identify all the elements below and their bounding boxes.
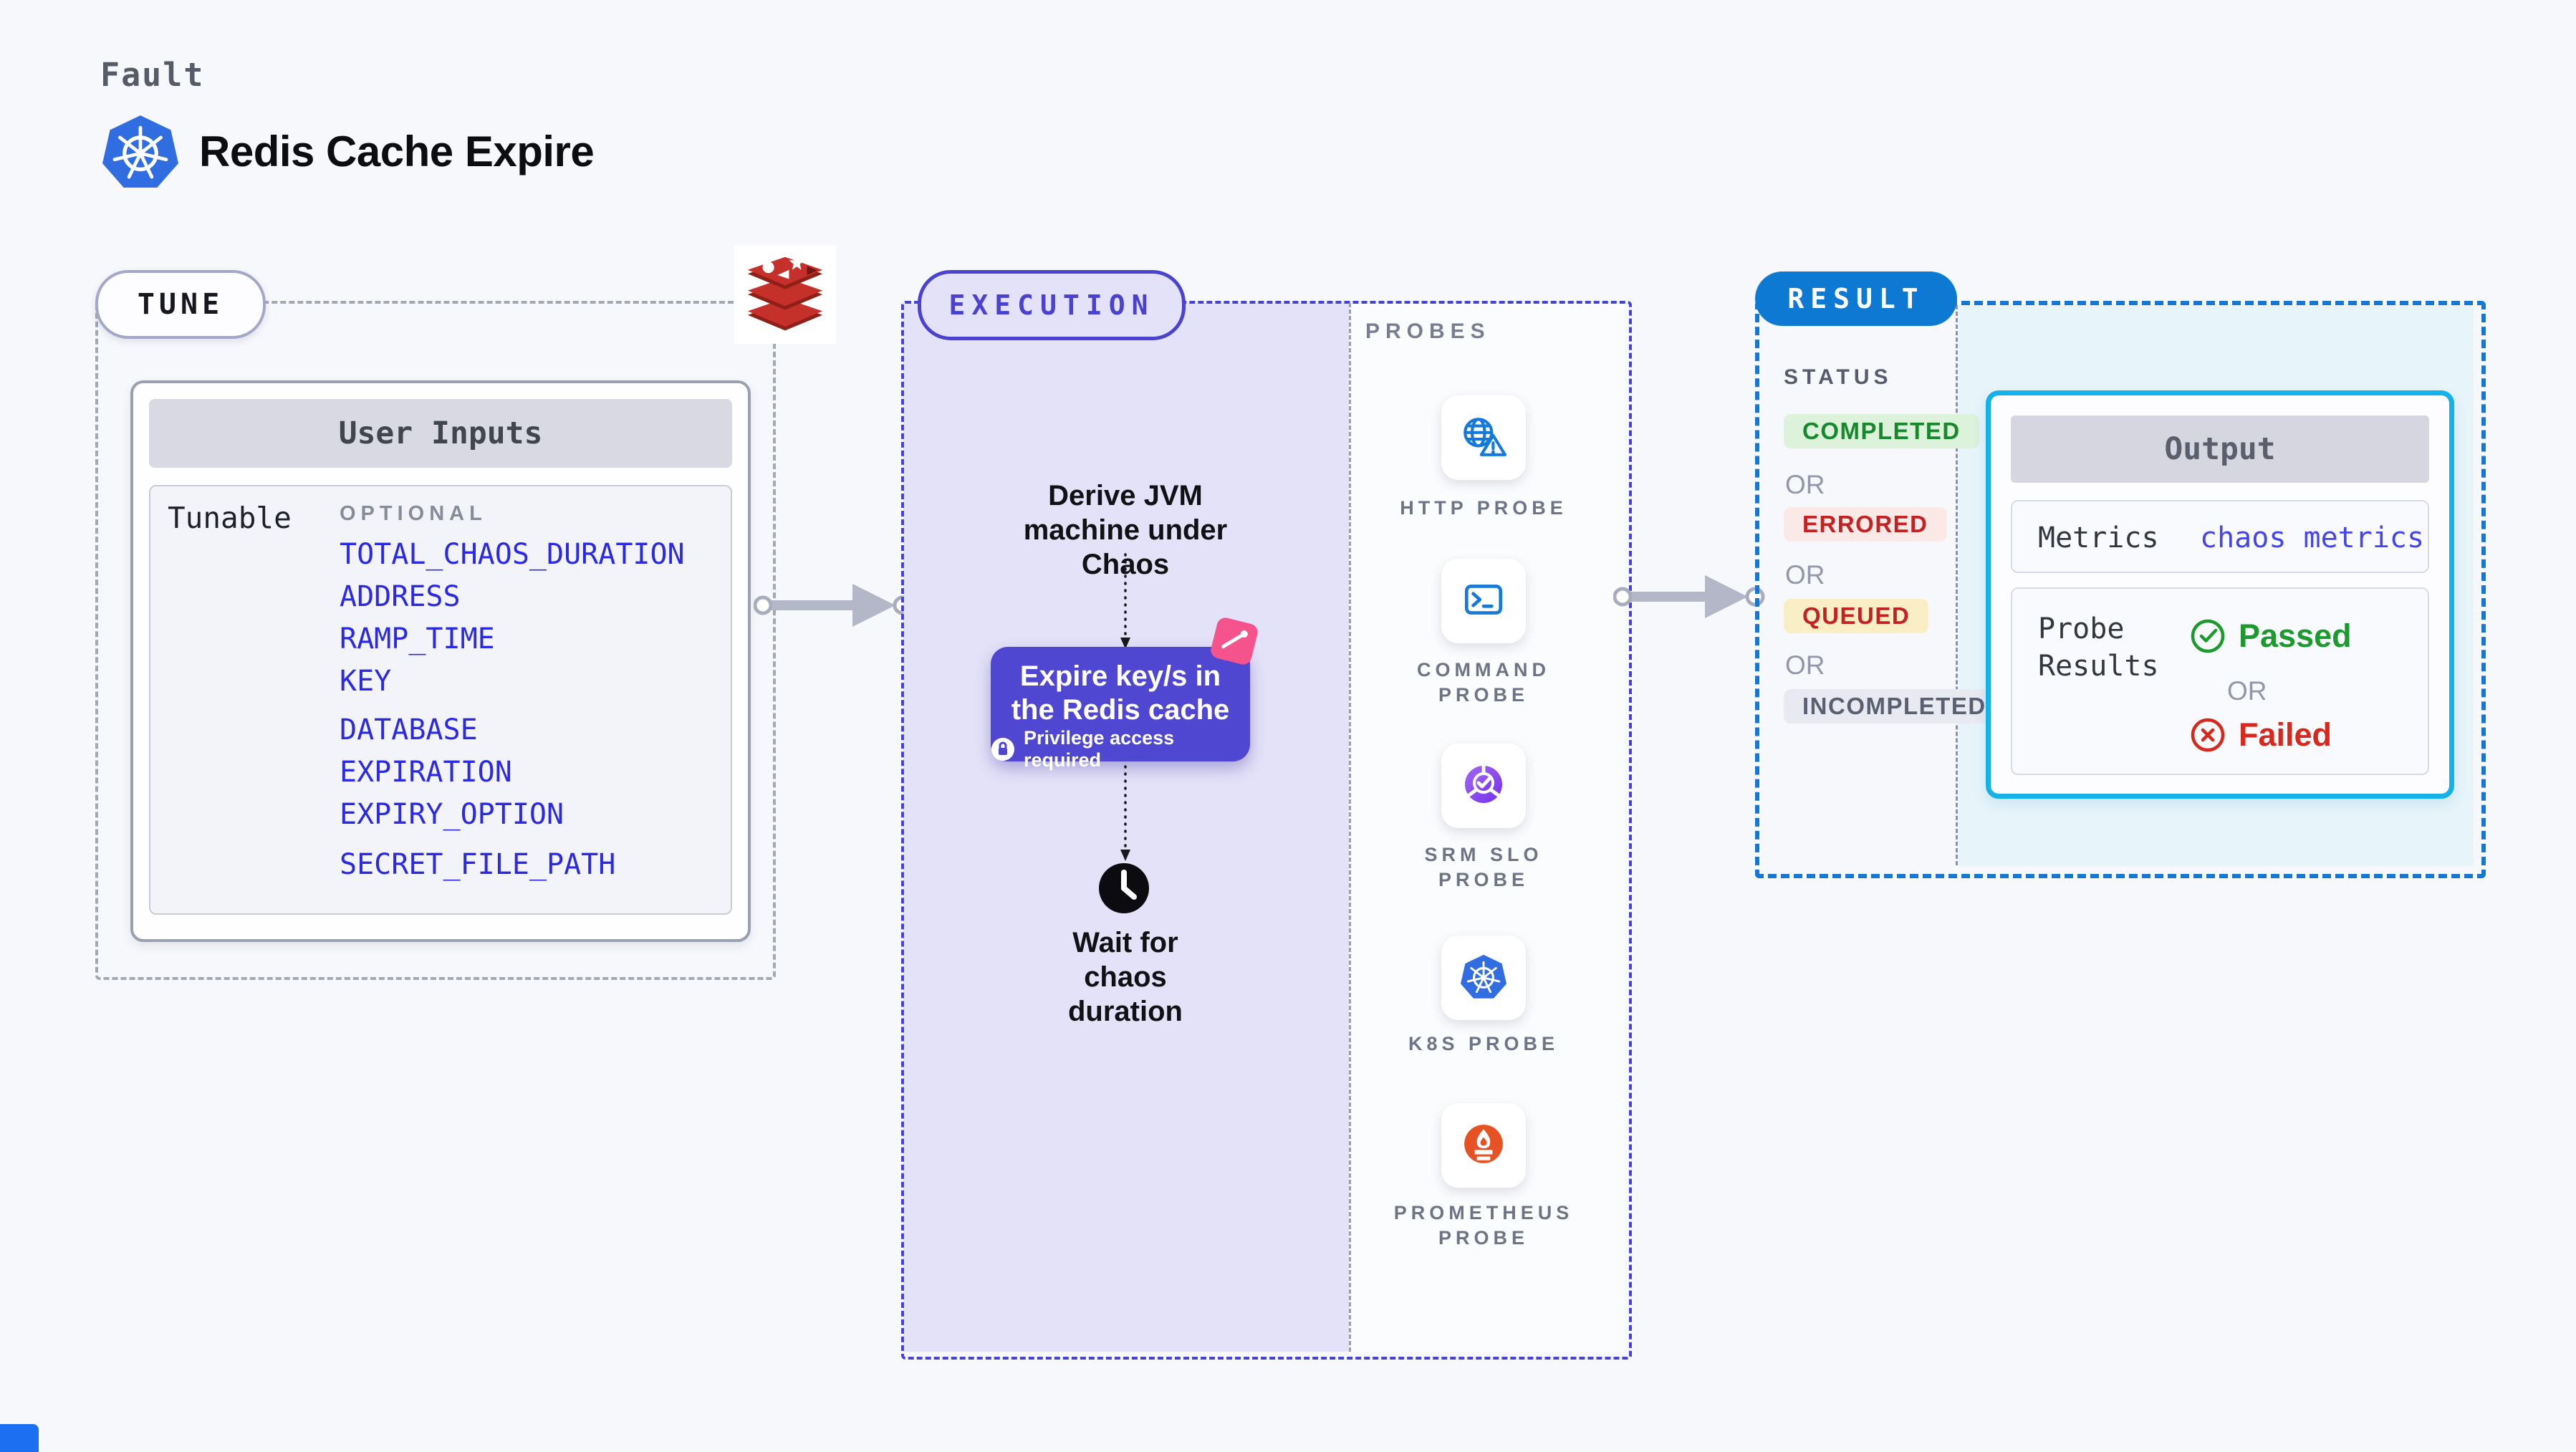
status-badge-completed: COMPLETED (1784, 414, 1979, 448)
prometheus-probe-label: PROMETHEUS PROBE (1393, 1202, 1574, 1249)
user-inputs-header: User Inputs (149, 399, 732, 468)
flow-arrow-tune-to-execution (753, 577, 913, 638)
redis-logo-icon (734, 245, 836, 344)
action-step-note: Privilege access required (991, 727, 1250, 771)
user-inputs-title: User Inputs (338, 415, 543, 451)
optional-label: OPTIONAL (340, 502, 487, 525)
status-or-2: OR (1785, 560, 1825, 590)
result-status-divider (1956, 305, 1958, 865)
execution-fill (903, 303, 1349, 1352)
probe-results-label: Probe Results (2038, 612, 2159, 683)
status-or-3: OR (1785, 650, 1825, 680)
metrics-row: Metrics chaos metrics (2011, 500, 2429, 573)
dotted-arrow-down-1 (1119, 553, 1132, 654)
command-probe-card (1441, 559, 1526, 643)
output-or: OR (2227, 676, 2267, 706)
lock-icon (991, 737, 1015, 761)
status-badge-errored: ERRORED (1784, 507, 1947, 542)
input-item: KEY (340, 665, 392, 698)
input-item: EXPIRATION (340, 756, 512, 789)
execution-probes-divider (1349, 303, 1351, 1352)
execution-section-box (901, 301, 1632, 1360)
passed-row: Passed (2190, 617, 2352, 655)
k8s-probe-label: K8S PROBE (1408, 1033, 1559, 1054)
category-label: Fault (100, 56, 205, 94)
output-title: Output (2164, 431, 2276, 467)
page-title: Redis Cache Expire (199, 127, 595, 176)
action-step-box: Expire key/s in the Redis cache Privileg… (991, 647, 1250, 771)
wait-step-text: Wait for chaos duration (1068, 927, 1183, 1027)
result-section-box (1755, 301, 2486, 878)
k8s-probe-card (1441, 936, 1526, 1020)
action-step-label: Expire key/s in the Redis cache (1011, 660, 1230, 726)
http-probe-card (1441, 395, 1526, 480)
dotted-arrow-down-2 (1119, 765, 1132, 866)
globe-alert-icon (1459, 414, 1508, 462)
input-item: SECRET_FILE_PATH (340, 848, 616, 881)
tunable-label: Tunable (168, 501, 292, 535)
failed-label: Failed (2239, 716, 2332, 753)
x-circle-icon (2190, 717, 2226, 753)
status-or-1: OR (1785, 470, 1825, 499)
input-item: ADDRESS (340, 580, 461, 613)
tune-badge: TUNE (95, 270, 266, 339)
input-item: RAMP_TIME (340, 622, 495, 655)
output-header: Output (2011, 415, 2429, 483)
status-badge-incompleted: INCOMPLETED (1784, 689, 2005, 723)
status-badge-queued: QUEUED (1784, 599, 1929, 633)
flow-arrow-probes-to-result (1613, 568, 1765, 629)
bottom-left-accent (0, 1424, 39, 1452)
http-probe-label: HTTP PROBE (1400, 497, 1567, 519)
result-badge: RESULT (1755, 271, 1957, 326)
command-probe-label: COMMAND PROBE (1417, 659, 1550, 706)
srm-slo-probe-card (1441, 744, 1526, 828)
status-label: STATUS (1784, 365, 1893, 389)
srm-slo-probe-label: SRM SLO PROBE (1424, 844, 1543, 890)
derive-step-text: Derive JVM machine under Chaos (1023, 480, 1228, 580)
input-item: TOTAL_CHAOS_DURATION (340, 538, 685, 571)
kubernetes-icon (1461, 953, 1506, 1003)
clock-icon (1097, 861, 1151, 919)
user-inputs-body (149, 485, 732, 915)
output-card: Output Metrics chaos metrics Probe Resul… (1986, 390, 2454, 799)
slo-pie-check-icon (1461, 761, 1506, 811)
probes-section-label: PROBES (1365, 319, 1491, 343)
chaos-icon (1208, 615, 1260, 667)
terminal-icon (1460, 578, 1507, 625)
prometheus-icon (1461, 1122, 1506, 1170)
failed-row: Failed (2190, 716, 2332, 754)
tune-section-box (95, 301, 776, 980)
execution-badge: EXECUTION (918, 270, 1186, 340)
metrics-label: Metrics (2038, 521, 2159, 554)
input-item: EXPIRY_OPTION (340, 798, 564, 831)
input-item: DATABASE (340, 713, 478, 746)
metrics-value: chaos metrics (2200, 521, 2425, 554)
probe-results-row: Probe Results Passed OR (2011, 587, 2429, 775)
prometheus-probe-card (1441, 1103, 1526, 1188)
kubernetes-logo-icon (102, 113, 178, 189)
check-circle-icon (2190, 618, 2226, 654)
user-inputs-card: User Inputs Tunable OPTIONAL TOTAL_CHAOS… (130, 380, 751, 942)
passed-label: Passed (2239, 617, 2352, 654)
action-step-note-text: Privilege access required (1024, 727, 1175, 771)
